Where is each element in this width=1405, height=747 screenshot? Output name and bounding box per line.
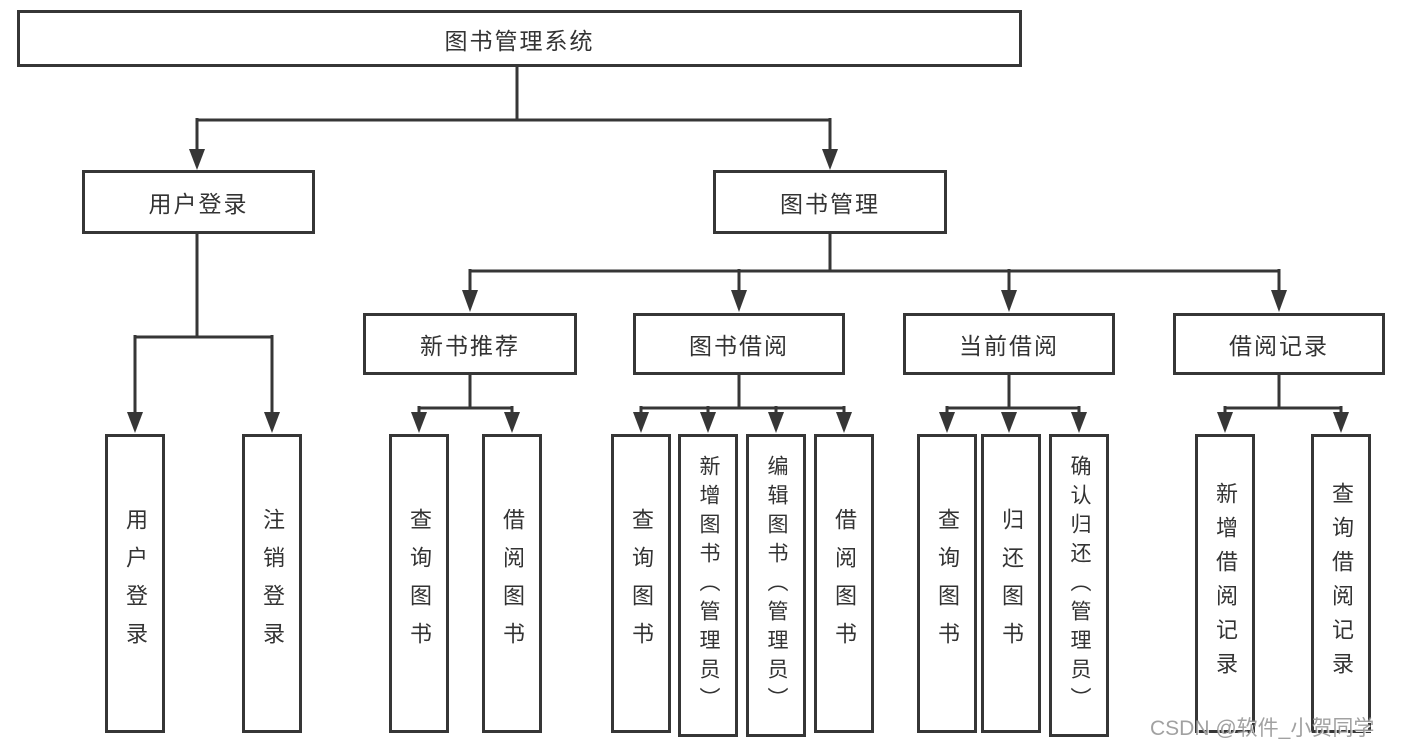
csdn-watermark: CSDN @软件_小贺同学 [1150, 717, 1375, 740]
node-root: 图书管理系统 [17, 10, 1022, 67]
node-borrow-record-label: 借阅记录 [1229, 333, 1329, 359]
leaf-logout-label: 注销登录 [260, 507, 285, 660]
arrowhead-ul-logout [264, 412, 280, 433]
node-current-borrow: 当前借阅 [903, 313, 1115, 375]
arrowhead-nb-query-book [411, 412, 427, 433]
connector-new-book-rec-branch [417, 375, 514, 414]
leaf-cb-query-book-label: 查询图书 [935, 507, 960, 660]
connector-root-to-level2 [195, 67, 832, 151]
leaf-bb-add-book: 新增图书（管理员） [678, 434, 738, 737]
arrowhead-book-mgmt [822, 149, 838, 170]
leaf-br-query-record: 查询借阅记录 [1311, 434, 1371, 733]
node-book-borrow-label: 图书借阅 [689, 333, 789, 359]
arrowhead-bb-add-book [700, 412, 716, 433]
arrowhead-bb-borrow-book [836, 412, 852, 433]
leaf-logout: 注销登录 [242, 434, 302, 733]
leaf-br-add-record-label: 新增借阅记录 [1213, 481, 1238, 686]
arrowhead-borrow-record [1271, 290, 1287, 312]
leaf-cb-confirm-return: 确认归还（管理员） [1049, 434, 1109, 737]
connector-book-mgmt-to-level3 [468, 234, 1281, 292]
connector-current-borrow-branch [945, 375, 1081, 414]
arrowhead-nb-borrow-book [504, 412, 520, 433]
leaf-br-add-record: 新增借阅记录 [1195, 434, 1255, 733]
node-root-label: 图书管理系统 [444, 27, 595, 54]
leaf-bb-edit-book-label: 编辑图书（管理员） [765, 455, 788, 716]
arrowhead-new-book-rec [462, 290, 478, 312]
leaf-cb-return-book-label: 归还图书 [999, 507, 1024, 660]
leaf-bb-edit-book: 编辑图书（管理员） [746, 434, 806, 737]
connector-borrow-record-branch [1223, 375, 1343, 414]
leaf-bb-query-book-label: 查询图书 [629, 507, 654, 660]
leaf-cb-confirm-return-label: 确认归还（管理员） [1068, 455, 1091, 716]
connector-book-borrow-branch [639, 375, 846, 414]
node-current-borrow-label: 当前借阅 [959, 333, 1059, 359]
arrowhead-user-login [189, 149, 205, 170]
leaf-bb-borrow-book-label: 借阅图书 [832, 507, 857, 660]
node-borrow-record: 借阅记录 [1173, 313, 1385, 375]
connector-user-login-branch [133, 234, 274, 414]
arrowhead-bb-edit-book [768, 412, 784, 433]
node-user-login-branch: 用户登录 [82, 170, 315, 234]
leaf-br-query-record-label: 查询借阅记录 [1329, 481, 1354, 686]
node-book-borrow: 图书借阅 [633, 313, 845, 375]
arrowhead-current-borrow [1001, 290, 1017, 312]
arrowhead-br-query-record [1333, 412, 1349, 433]
leaf-user-login: 用户登录 [105, 434, 165, 733]
leaf-nb-query-book: 查询图书 [389, 434, 449, 733]
arrowhead-cb-query-book [939, 412, 955, 433]
arrowhead-ul-user-login [127, 412, 143, 433]
leaf-cb-query-book: 查询图书 [917, 434, 977, 733]
arrowhead-bb-query-book [633, 412, 649, 433]
leaf-nb-borrow-book-label: 借阅图书 [500, 507, 525, 660]
node-user-login-branch-label: 用户登录 [148, 191, 249, 217]
leaf-bb-borrow-book: 借阅图书 [814, 434, 874, 733]
leaf-bb-add-book-label: 新增图书（管理员） [697, 455, 720, 716]
leaf-bb-query-book: 查询图书 [611, 434, 671, 733]
node-book-mgmt-branch-label: 图书管理 [780, 191, 880, 217]
arrowhead-cb-confirm-return [1071, 412, 1087, 433]
node-book-mgmt-branch: 图书管理 [713, 170, 947, 234]
leaf-nb-query-book-label: 查询图书 [407, 507, 432, 660]
leaf-user-login-label: 用户登录 [123, 507, 148, 660]
node-new-book-rec-label: 新书推荐 [420, 333, 520, 359]
leaf-nb-borrow-book: 借阅图书 [482, 434, 542, 733]
arrowhead-cb-return-book [1001, 412, 1017, 433]
arrowhead-book-borrow [731, 290, 747, 312]
leaf-cb-return-book: 归还图书 [981, 434, 1041, 733]
node-new-book-rec: 新书推荐 [363, 313, 577, 375]
arrowhead-br-add-record [1217, 412, 1233, 433]
